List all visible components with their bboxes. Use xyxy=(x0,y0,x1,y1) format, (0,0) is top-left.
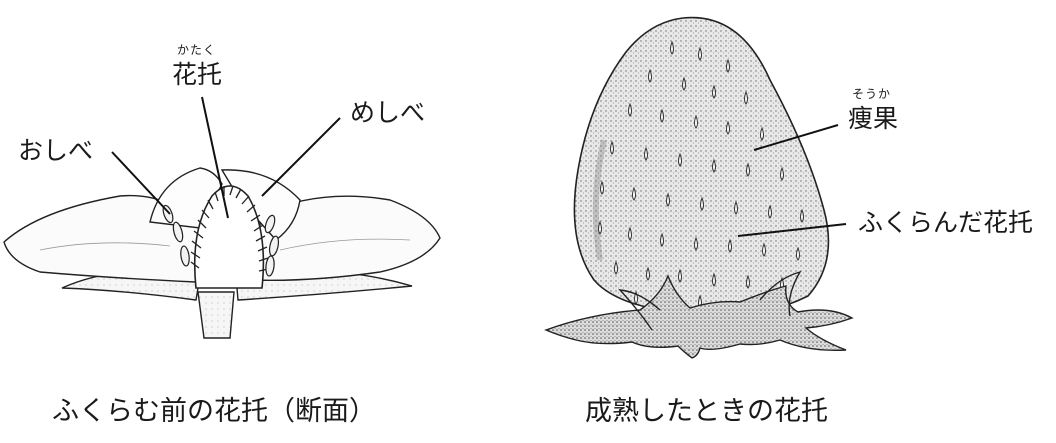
flower-stem xyxy=(197,291,235,339)
flower-cross-section xyxy=(3,167,441,339)
pistil-label: めしべ xyxy=(350,98,426,127)
achene-label: 痩果 xyxy=(848,104,899,133)
leader-line-stamen xyxy=(111,151,171,215)
petal-right xyxy=(249,195,441,282)
leader-line-pistil xyxy=(261,117,341,197)
leader-line-achene xyxy=(753,124,839,151)
right-caption: 成熟したときの花托 xyxy=(585,396,828,427)
receptacle-label: 花托 xyxy=(172,60,223,89)
achene-ruby: そうか xyxy=(852,87,892,101)
achenes xyxy=(598,40,804,309)
stamen-label: おしべ xyxy=(18,136,94,165)
mature-strawberry xyxy=(544,16,854,359)
leader-line-receptacle xyxy=(201,96,229,219)
pistil-hatching xyxy=(190,185,269,272)
receptacle-ruby: かたく xyxy=(177,43,217,57)
strawberry-body xyxy=(573,16,830,316)
petal-upper-right xyxy=(220,169,301,241)
swollen-receptacle-label: ふくらんだ花托 xyxy=(858,208,1034,237)
stamens xyxy=(162,204,280,277)
left-caption: ふくらむ前の花托（断面） xyxy=(52,396,376,427)
calyx xyxy=(544,270,854,359)
leader-line-swollen-receptacle xyxy=(737,223,847,237)
